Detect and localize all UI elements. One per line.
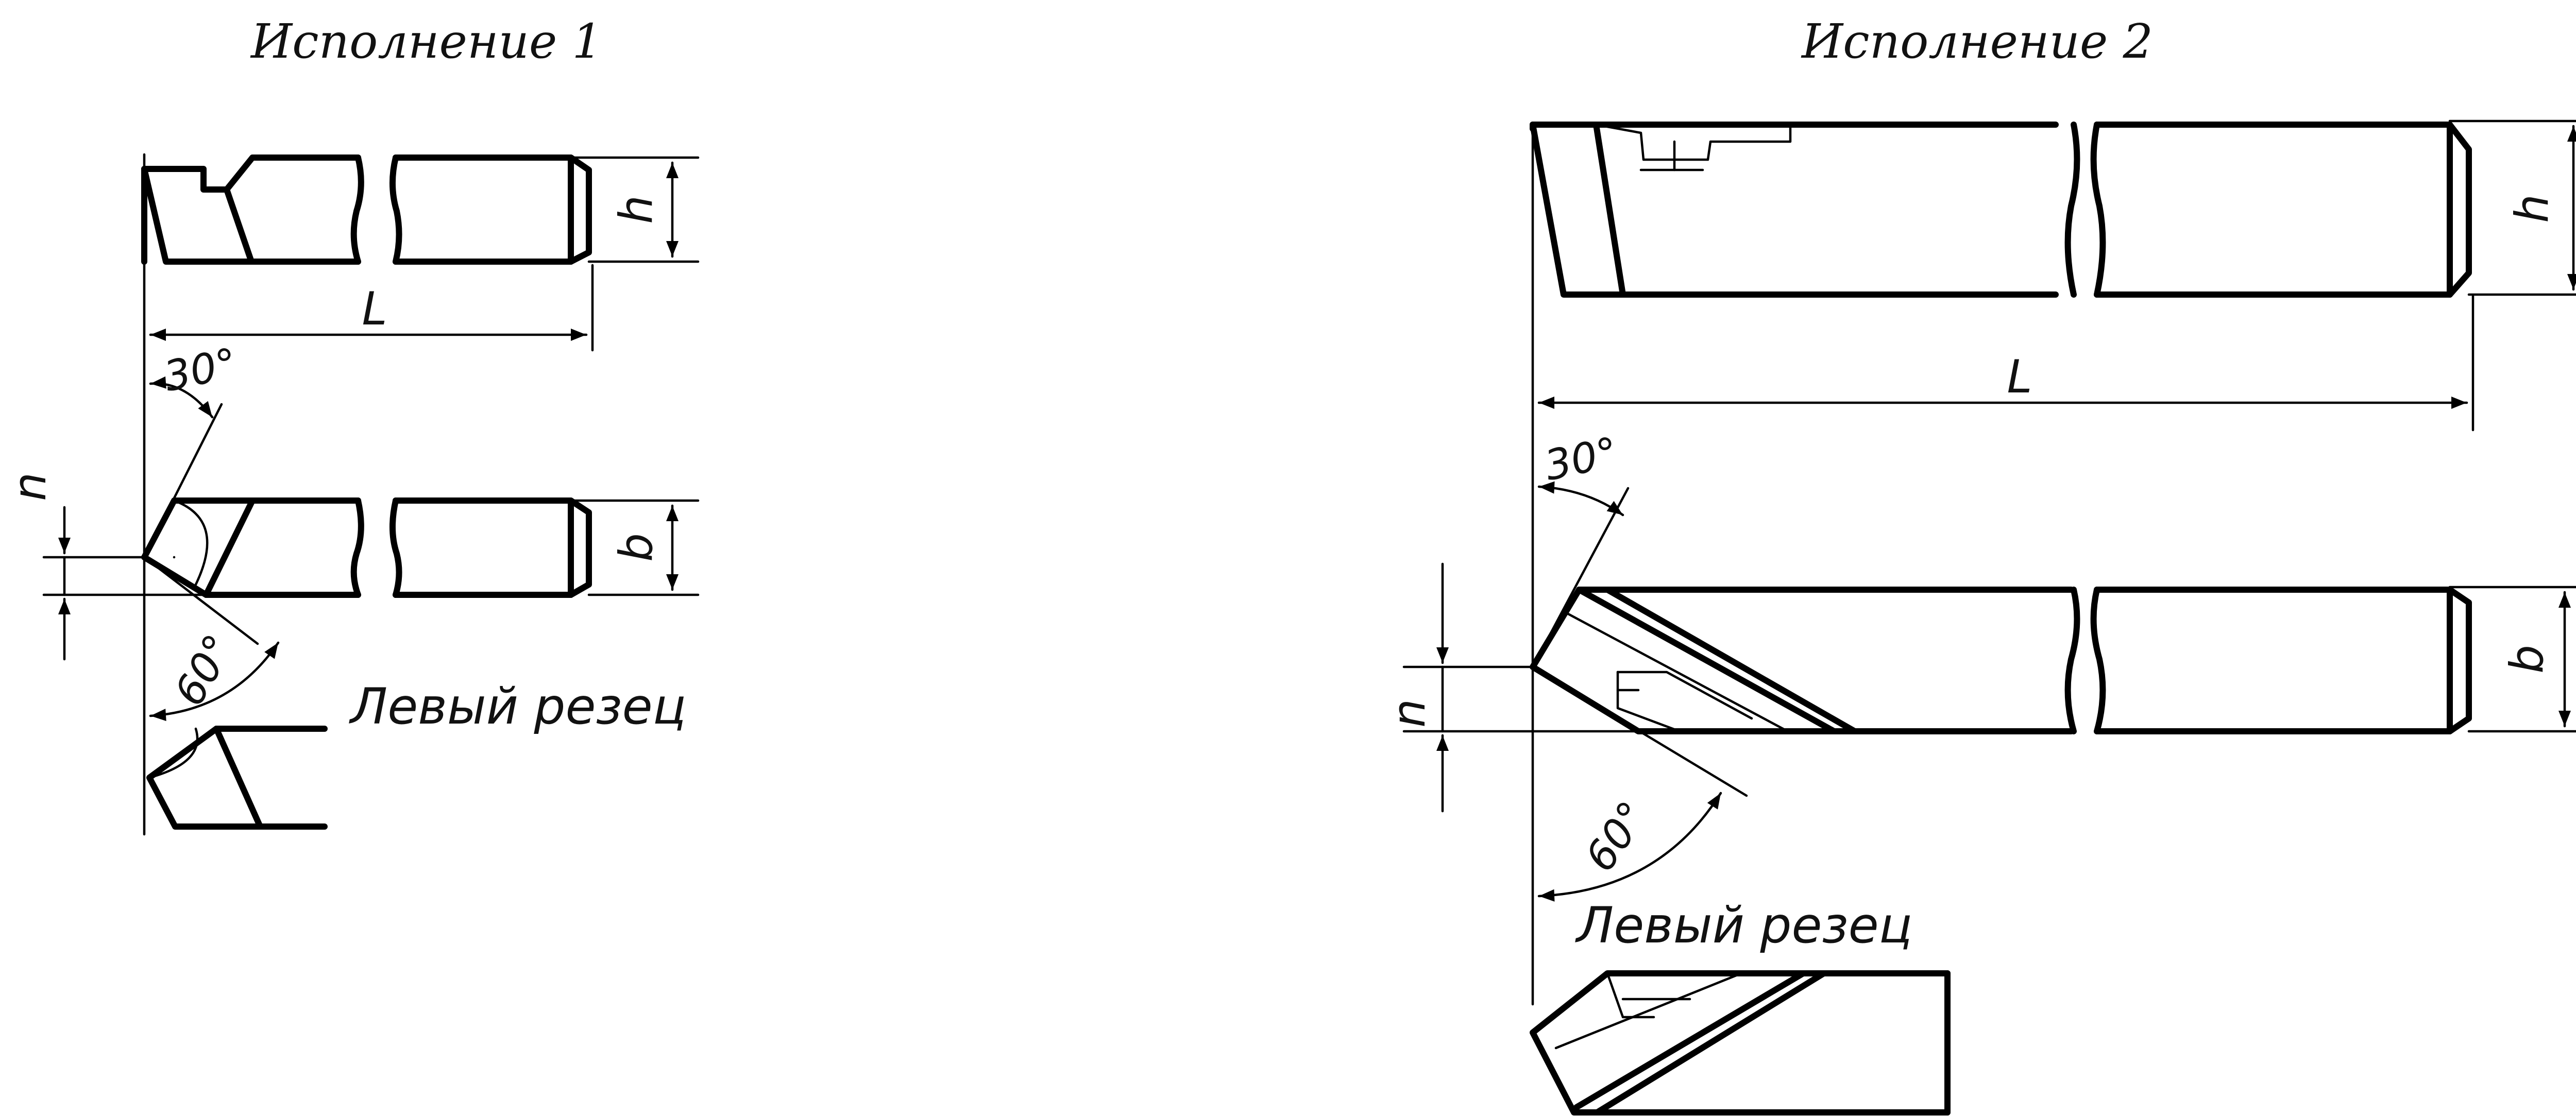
variant-1-dim-n: n [3, 472, 208, 661]
variant-2-L-label: L [2007, 350, 2032, 403]
variant-2-drawing: Исполнение 2 h L [1382, 14, 2576, 1115]
variant-2-dim-b: b [2448, 586, 2576, 733]
variant-2-angle-30: 30° [1540, 428, 1622, 490]
variant-1-left-cutter-view [146, 726, 328, 830]
variant-2-dim-h: h [2448, 119, 2576, 296]
variant-1-angles: 30° 60° [143, 339, 280, 722]
variant-2-b-label: b [2500, 645, 2553, 674]
variant-1-L-label: L [362, 282, 387, 335]
variant-2-left-cutter-view [1530, 970, 1951, 1115]
variant-1-plan-view [141, 497, 592, 598]
variant-1-side-view [141, 154, 592, 265]
variant-1-dim-b: b [569, 499, 700, 596]
variant-1-title: Исполнение 1 [250, 14, 602, 69]
variant-2-h-label: h [2505, 194, 2558, 223]
variant-1-left-cutter-label: Левый резец [349, 678, 686, 735]
variant-2-plan-view [1530, 587, 2472, 734]
variant-1-angle-60: 60° [165, 627, 243, 714]
variant-2-title: Исполнение 2 [1801, 14, 2153, 69]
variant-1-h-label: h [609, 195, 663, 224]
variant-2-left-cutter-label: Левый резец [1575, 897, 1912, 954]
variant-2-dim-L: L [1531, 127, 2475, 1006]
variant-1-angle-30: 30° [160, 339, 241, 401]
variant-1-b-label: b [609, 533, 663, 562]
variant-1-n-label: n [3, 472, 56, 501]
variant-2-dim-n: n [1382, 562, 1640, 813]
variant-2-side-view [1530, 122, 2472, 298]
variant-2-n-label: n [1382, 699, 1435, 728]
variant-1-dim-h: h [569, 156, 700, 263]
variant-1-drawing: Исполнение 1 h L [3, 14, 700, 836]
variant-1-dim-L: L [143, 153, 594, 836]
